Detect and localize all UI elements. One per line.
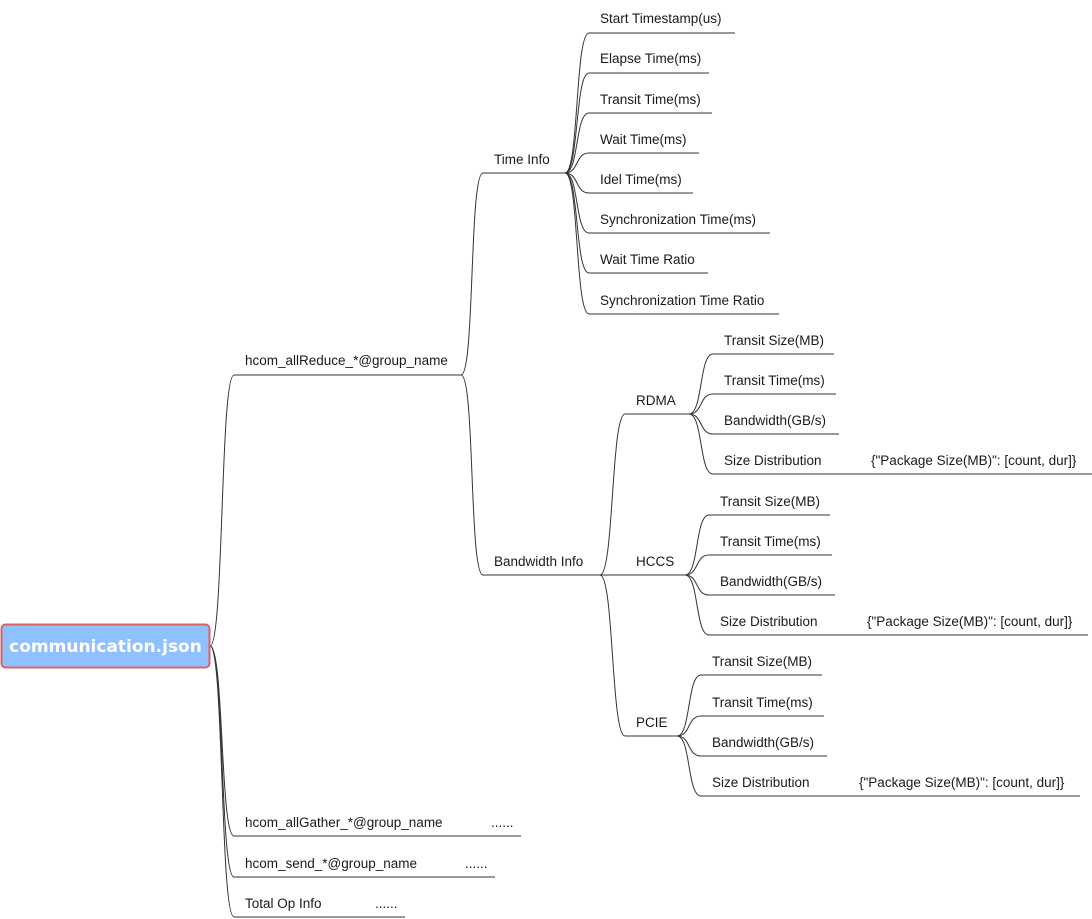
connector-time-elapse [564, 72, 590, 174]
connector-allreduce [209, 374, 235, 647]
rdma-leaves: Transit Size(MB) Transit Time(ms) Bandwi… [724, 333, 1077, 468]
node-time-info[interactable]: Time Info [494, 152, 550, 167]
connector-total [209, 645, 235, 918]
rdma-transit-size[interactable]: Transit Size(MB) [724, 333, 824, 348]
rdma-package-size: {"Package Size(MB)": [count, dur]} [871, 453, 1077, 468]
leaf-transit-time[interactable]: Transit Time(ms) [600, 92, 701, 107]
level-1-nodes: hcom_allReduce_*@group_name hcom_allGath… [245, 353, 514, 911]
connector-rdma [599, 413, 626, 576]
connector-rdma-dist [688, 413, 714, 475]
connector-pcie-dist [676, 735, 702, 797]
rdma-transit-time[interactable]: Transit Time(ms) [724, 373, 825, 388]
root-node[interactable]: communication.json [0, 623, 211, 669]
leaf-elapse-time[interactable]: Elapse Time(ms) [600, 51, 701, 66]
connector-rdma-size [688, 353, 714, 415]
connector-send [209, 645, 235, 878]
leaf-start-timestamp[interactable]: Start Timestamp(us) [600, 11, 722, 26]
hccs-package-size: {"Package Size(MB)": [count, dur]} [867, 614, 1073, 629]
link-type-nodes: RDMA HCCS PCIE [636, 393, 676, 730]
connector-hccs-time [684, 554, 710, 576]
hccs-transit-time[interactable]: Transit Time(ms) [720, 534, 821, 549]
connector-time-transit [564, 112, 590, 174]
leaf-sync-time-ratio[interactable]: Synchronization Time Ratio [600, 293, 764, 308]
pcie-transit-size[interactable]: Transit Size(MB) [712, 654, 812, 669]
node-send[interactable]: hcom_send_*@group_name [245, 856, 417, 871]
rdma-bandwidth[interactable]: Bandwidth(GB/s) [724, 413, 826, 428]
connector-pcie-size [676, 674, 702, 737]
rdma-size-distribution[interactable]: Size Distribution [724, 453, 822, 468]
pcie-package-size: {"Package Size(MB)": [count, dur]} [859, 775, 1065, 790]
node-pcie[interactable]: PCIE [636, 715, 668, 730]
connector-bandwidth-info [460, 374, 484, 576]
root-node-box [1, 624, 210, 668]
hccs-bandwidth[interactable]: Bandwidth(GB/s) [720, 574, 822, 589]
node-hccs[interactable]: HCCS [636, 554, 674, 569]
connector-time-wait-ratio [564, 172, 590, 274]
node-allgather[interactable]: hcom_allGather_*@group_name [245, 815, 443, 830]
hccs-size-distribution[interactable]: Size Distribution [720, 614, 818, 629]
leaf-wait-time-ratio[interactable]: Wait Time Ratio [600, 252, 695, 267]
leaf-wait-time[interactable]: Wait Time(ms) [600, 132, 687, 147]
connectors [209, 32, 714, 918]
connector-hccs-size [684, 514, 710, 576]
pcie-leaves: Transit Size(MB) Transit Time(ms) Bandwi… [712, 654, 1065, 790]
node-rdma[interactable]: RDMA [636, 393, 676, 408]
node-bandwidth-info[interactable]: Bandwidth Info [494, 554, 583, 569]
pcie-bandwidth[interactable]: Bandwidth(GB/s) [712, 735, 814, 750]
connector-hccs-dist [684, 574, 710, 636]
connector-time-sync-ratio [564, 172, 590, 315]
connector-hccs-bw [684, 574, 710, 596]
connector-rdma-time [688, 393, 714, 415]
node-total-ellipsis: ...... [375, 896, 398, 911]
connector-rdma-bw [688, 413, 714, 435]
root-label: communication.json [9, 637, 202, 657]
hccs-leaves: Transit Size(MB) Transit Time(ms) Bandwi… [720, 494, 1073, 629]
connector-allgather [209, 645, 235, 837]
node-allreduce[interactable]: hcom_allReduce_*@group_name [245, 353, 448, 368]
leaf-idel-time[interactable]: Idel Time(ms) [600, 172, 682, 187]
connector-time-info [460, 172, 484, 376]
pcie-size-distribution[interactable]: Size Distribution [712, 775, 810, 790]
root-node-border [0, 623, 211, 669]
connector-pcie [599, 574, 626, 737]
underlines [234, 32, 1092, 918]
pcie-transit-time[interactable]: Transit Time(ms) [712, 695, 813, 710]
connector-time-sync [564, 172, 590, 234]
connector-time-start [564, 32, 590, 174]
connector-pcie-bw [676, 735, 702, 757]
level-2-nodes: Time Info Bandwidth Info [494, 152, 583, 569]
node-total-op-info[interactable]: Total Op Info [245, 896, 322, 911]
node-send-ellipsis: ...... [465, 856, 488, 871]
node-allgather-ellipsis: ...... [491, 815, 514, 830]
leaf-sync-time[interactable]: Synchronization Time(ms) [600, 212, 756, 227]
connector-time-wait [564, 152, 590, 174]
time-info-leaves: Start Timestamp(us) Elapse Time(ms) Tran… [600, 11, 764, 308]
hccs-transit-size[interactable]: Transit Size(MB) [720, 494, 820, 509]
connector-pcie-time [676, 715, 702, 737]
